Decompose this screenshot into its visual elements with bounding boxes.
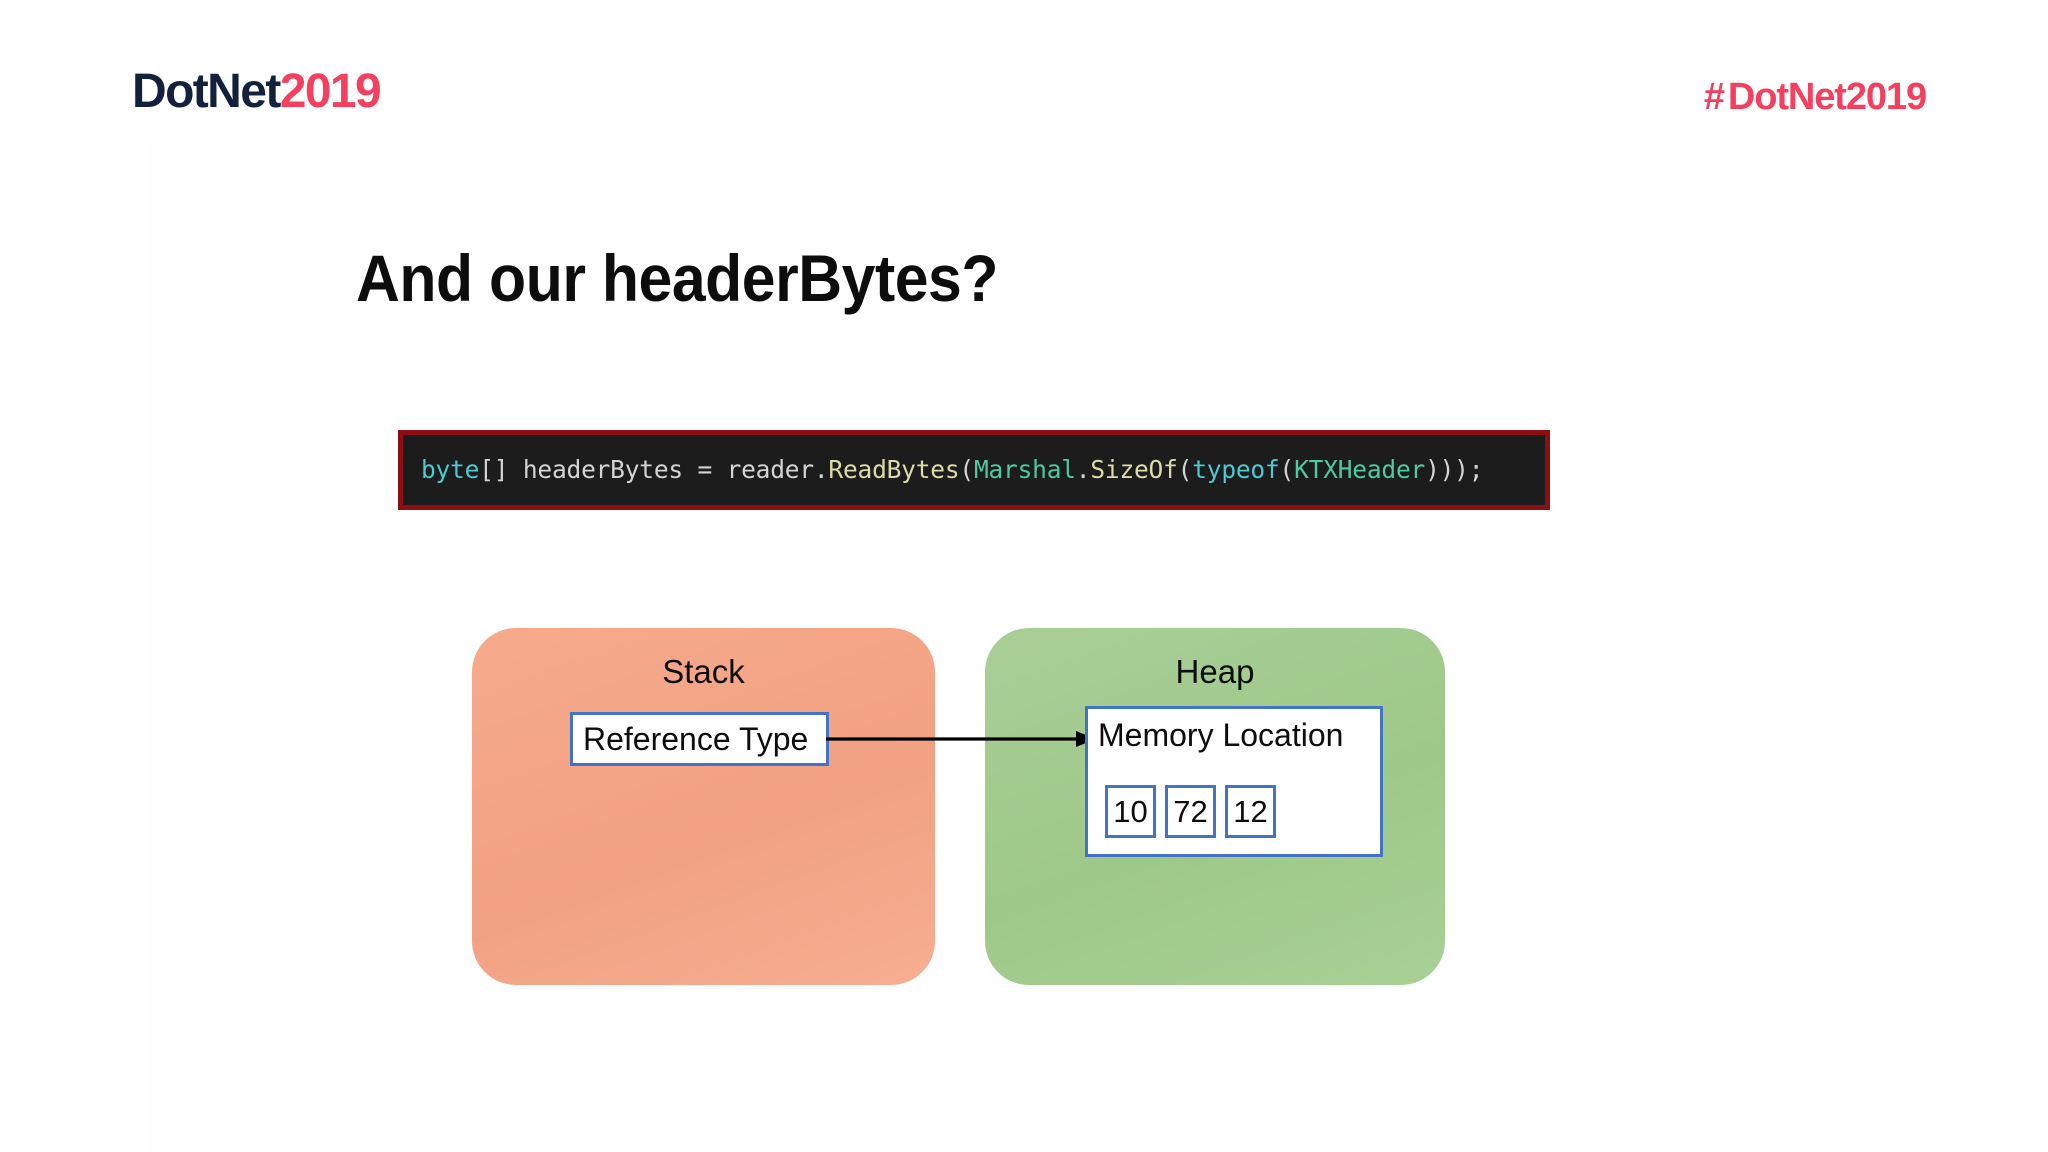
- code-block: byte[] headerBytes = reader.ReadBytes(Ma…: [398, 430, 1550, 510]
- byte-cell: 72: [1165, 785, 1216, 838]
- reference-pointer-arrow: [826, 731, 1096, 747]
- code-line: byte[] headerBytes = reader.ReadBytes(Ma…: [421, 454, 1484, 484]
- hash-icon: #: [1703, 76, 1725, 118]
- code-token-brackets: []: [479, 454, 509, 484]
- stack-region-label: Stack: [662, 653, 745, 690]
- memory-location-label: Memory Location: [1098, 717, 1344, 753]
- code-token-variable: headerBytes = reader.: [508, 454, 829, 484]
- event-hashtag: #DotNet2019: [1703, 76, 1927, 118]
- stack-region: Stack: [472, 628, 935, 985]
- brand-logo-dotnet: DotNet: [132, 65, 281, 118]
- code-token-type-marshal: Marshal: [973, 454, 1076, 484]
- hashtag-year: 2019: [1845, 76, 1927, 118]
- reference-type-box: Reference Type: [570, 712, 829, 766]
- code-token-closers: )));: [1425, 454, 1484, 484]
- code-token-keyword-typeof: typeof: [1192, 454, 1280, 484]
- code-token-keyword-byte: byte: [421, 454, 480, 484]
- code-token-paren-2: (: [1177, 454, 1193, 484]
- byte-cell: 10: [1105, 785, 1156, 838]
- brand-logo: DotNet2019: [132, 65, 382, 118]
- code-token-type-ktxheader: KTXHeader: [1294, 454, 1426, 484]
- code-token-paren-1: (: [959, 454, 974, 484]
- hashtag-dotnet: DotNet: [1727, 76, 1847, 118]
- content-area-edge: [150, 140, 151, 1152]
- brand-logo-year: 2019: [279, 65, 382, 118]
- byte-cell: 12: [1225, 785, 1276, 838]
- byte-cell-list: 10 72 12: [1105, 785, 1276, 838]
- memory-location-box: Memory Location 10 72 12: [1085, 706, 1383, 857]
- code-token-method-sizeof: SizeOf: [1090, 454, 1178, 484]
- code-token-method-readbytes: ReadBytes: [828, 454, 960, 484]
- heap-region-label: Heap: [1175, 653, 1255, 690]
- page-title: And our headerBytes?: [356, 241, 998, 315]
- code-token-dot-1: .: [1075, 454, 1091, 484]
- reference-type-label: Reference Type: [583, 721, 809, 757]
- code-token-paren-3: (: [1279, 454, 1295, 484]
